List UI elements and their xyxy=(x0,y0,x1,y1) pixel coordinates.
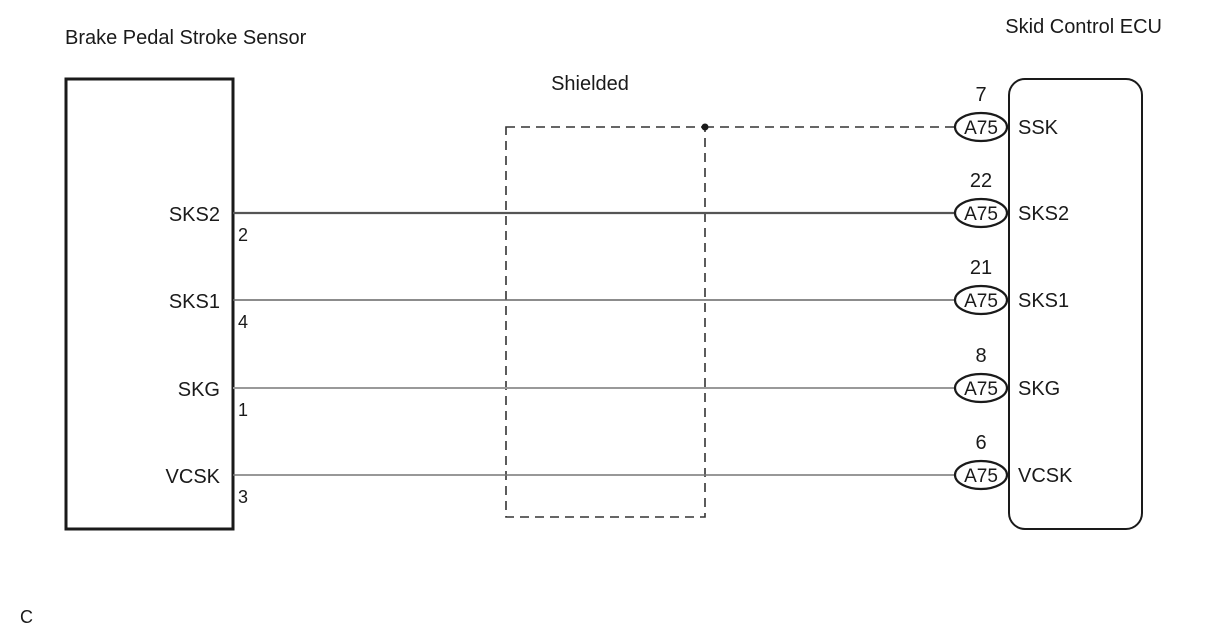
connector-oval xyxy=(953,111,1009,143)
ecu-terminal-vcsk: 6 A75 VCSK xyxy=(953,432,1073,491)
sensor-terminal-sks1: SKS1 4 xyxy=(169,291,248,332)
connector-oval xyxy=(953,459,1009,491)
ecu-terminal-name: VCSK xyxy=(1018,465,1073,487)
ecu-terminal-skg: 8 A75 SKG xyxy=(953,345,1060,404)
sensor-terminal-name: SKS1 xyxy=(169,291,220,313)
ecu-terminal-name: SKG xyxy=(1018,378,1060,400)
footer-code: C xyxy=(20,607,33,627)
sensor-terminal-vcsk: VCSK 3 xyxy=(166,466,248,507)
sensor-terminal-skg: SKG 1 xyxy=(178,379,248,420)
sensor-terminal-name: VCSK xyxy=(166,466,221,488)
ecu-title: Skid Control ECU xyxy=(1005,16,1162,38)
sensor-terminal-name: SKG xyxy=(178,379,220,401)
ecu-box xyxy=(1008,78,1143,530)
sensor-pin-number: 1 xyxy=(238,400,248,420)
ecu-terminal-name: SKS2 xyxy=(1018,203,1069,225)
connector-code: A75 xyxy=(964,291,998,312)
shield-label: Shielded xyxy=(551,73,629,95)
sensor-title: Brake Pedal Stroke Sensor xyxy=(65,27,307,49)
sensor-terminal-sks2: SKS2 2 xyxy=(169,204,248,245)
connector-oval xyxy=(953,197,1009,229)
sensor-box xyxy=(64,77,235,531)
ecu-terminal-sks2: 22 A75 SKS2 xyxy=(953,170,1069,229)
ecu-terminal-ssk: 7 A75 SSK xyxy=(953,84,1059,143)
ecu-terminal-name: SKS1 xyxy=(1018,290,1069,312)
sensor-pin-number: 2 xyxy=(238,225,248,245)
shield-box xyxy=(505,126,706,518)
connector-code: A75 xyxy=(964,379,998,400)
connector-code: A75 xyxy=(964,466,998,487)
ecu-pin-number: 22 xyxy=(970,170,992,192)
sensor-pin-number: 4 xyxy=(238,312,248,332)
connector-code: A75 xyxy=(964,118,998,139)
sensor-terminal-name: SKS2 xyxy=(169,204,220,226)
sensor-pin-number: 3 xyxy=(238,487,248,507)
ecu-terminal-name: SSK xyxy=(1018,117,1059,139)
connector-oval xyxy=(953,284,1009,316)
shield-splice-dot xyxy=(701,123,709,131)
connector-oval xyxy=(953,372,1009,404)
ecu-pin-number: 21 xyxy=(970,257,992,279)
ecu-pin-number: 7 xyxy=(975,84,986,106)
ecu-terminal-sks1: 21 A75 SKS1 xyxy=(953,257,1069,316)
ecu-pin-number: 6 xyxy=(975,432,986,454)
ecu-pin-number: 8 xyxy=(975,345,986,367)
connector-code: A75 xyxy=(964,204,998,225)
